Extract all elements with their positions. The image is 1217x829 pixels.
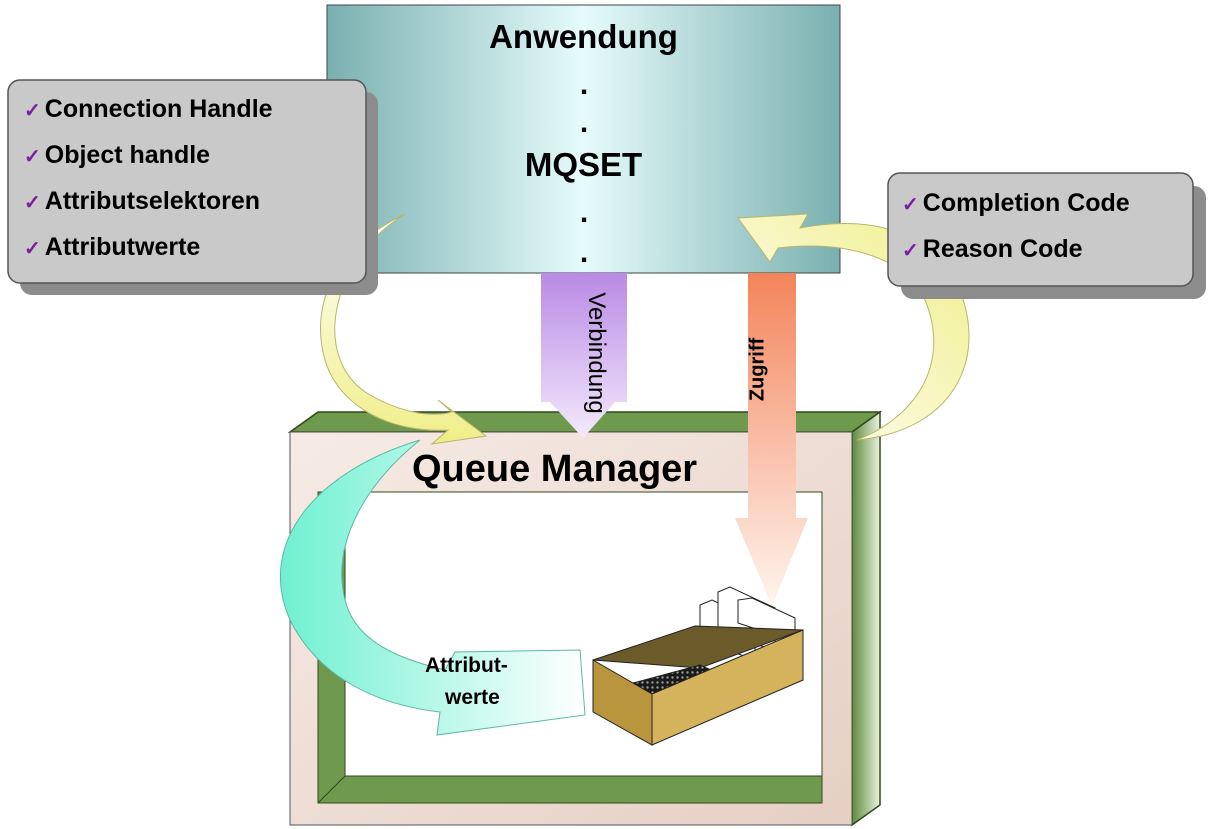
list-item: ✓Attributselektoren — [24, 187, 261, 215]
dot-2: . — [579, 106, 589, 139]
attribute-values-arrow — [279, 439, 586, 736]
attribute-values-label-2: werte — [445, 686, 500, 709]
card-box — [592, 586, 804, 746]
mqset-call: MQSET — [524, 146, 643, 183]
outputs-list: ✓Completion Code ✓Reason Code — [902, 181, 1130, 273]
access-arrow — [735, 273, 808, 606]
outputs-box-shape — [887, 172, 1206, 299]
inputs-list: ✓Connection Handle ✓Object handle ✓Attri… — [24, 87, 273, 271]
dot-3: . — [579, 196, 589, 229]
check-icon: ✓ — [902, 240, 919, 262]
list-item: ✓Attributwerte — [24, 233, 201, 261]
check-icon: ✓ — [24, 100, 41, 122]
list-item: ✓Object handle — [24, 141, 211, 169]
connection-arrow — [541, 273, 627, 438]
attribute-values-label-1: Attribut- — [425, 654, 508, 677]
access-label: Zugriff — [746, 337, 769, 402]
queue-manager-title: Queue Manager — [412, 448, 698, 490]
list-item: ✓Reason Code — [902, 235, 1083, 263]
check-icon: ✓ — [24, 146, 41, 168]
dot-4: . — [579, 236, 589, 269]
list-item: ✓Connection Handle — [24, 95, 273, 123]
list-item: ✓Completion Code — [902, 189, 1130, 217]
connection-label: Verbindung — [583, 292, 610, 414]
check-icon: ✓ — [24, 192, 41, 214]
check-icon: ✓ — [24, 238, 41, 260]
dot-1: . — [579, 68, 589, 101]
inputs-box-shape — [7, 79, 378, 295]
input-arrow — [320, 213, 488, 445]
application-title: Anwendung — [489, 18, 678, 55]
check-icon: ✓ — [902, 194, 919, 216]
